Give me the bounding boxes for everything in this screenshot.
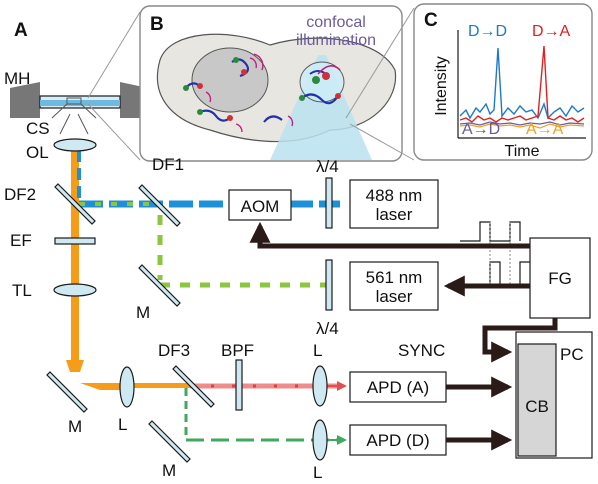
- cb-box: [517, 343, 557, 457]
- tag-da: D→A: [532, 23, 571, 40]
- optics: [10, 82, 333, 463]
- focal-spot-box: [66, 97, 82, 105]
- mirror-upper: [138, 264, 181, 307]
- inset-c-xlabel: Time: [505, 143, 540, 160]
- label-fg: FG: [548, 269, 572, 288]
- label-laser-488-2: laser: [376, 205, 413, 224]
- inset-b-title-1: confocal: [306, 14, 366, 31]
- label-m-bottom: M: [162, 461, 176, 480]
- nucleus: [191, 47, 269, 113]
- label-ol: OL: [26, 143, 49, 162]
- tag-ad: A→D: [462, 121, 500, 138]
- trace-aa: [459, 123, 585, 129]
- label-bpf: BPF: [221, 341, 254, 360]
- label-df3: DF3: [158, 341, 190, 360]
- instrument-boxes: [228, 179, 593, 459]
- label-df2: DF2: [4, 185, 36, 204]
- emission-beam-to-df3: [127, 383, 190, 388]
- laser-561-box: [349, 261, 439, 311]
- label-qwp-top: λ/4: [316, 157, 339, 176]
- label-apd-a: APD (A): [367, 378, 429, 397]
- label-laser-561-2: laser: [376, 287, 413, 306]
- inset-b-title-2: illumination: [296, 32, 376, 49]
- label-aom: AOM: [241, 197, 280, 216]
- label-cb: CB: [525, 397, 549, 416]
- panel-label-b: B: [150, 14, 164, 35]
- dichroic-df1: [138, 184, 181, 227]
- lens-apd-d: [312, 419, 328, 461]
- lens-left: [119, 366, 135, 408]
- label-apd-d: APD (D): [366, 431, 429, 450]
- dichroic-df2: [54, 183, 96, 225]
- emission-filter: [54, 237, 96, 245]
- apd-a-box: [349, 371, 447, 403]
- emission-beam-to-lens: [80, 383, 127, 390]
- mirror-bottom: [148, 420, 191, 463]
- label-qwp-bottom: λ/4: [316, 319, 339, 338]
- inset-c-ylabel: Intensity: [433, 56, 450, 116]
- label-tl: TL: [12, 281, 32, 300]
- apd-d-box: [349, 424, 447, 456]
- emission-beam-vertical: [71, 147, 79, 370]
- quarter-wave-plate-top: [325, 177, 333, 229]
- aom-box: [228, 189, 292, 221]
- trace-ad: [459, 121, 585, 126]
- fg-box: [529, 237, 591, 319]
- objective-lens: [53, 138, 97, 152]
- inset-c: C Intensity Time D→D D→A A→D A→A: [345, 3, 593, 161]
- trace-da: [459, 45, 585, 123]
- sample-layer: [40, 100, 120, 106]
- lens-apd-a: [312, 365, 328, 407]
- trace-dd: [459, 47, 585, 120]
- inset-b: B confocal illumination: [87, 5, 403, 162]
- tag-aa: A→A: [526, 121, 564, 138]
- emission-beam-taper: [66, 360, 84, 372]
- signals: [249, 221, 558, 451]
- confocal-volume: [299, 61, 345, 103]
- pulse-train-top: [460, 221, 521, 242]
- label-ef: EF: [10, 231, 32, 250]
- label-mh: MH: [4, 69, 30, 88]
- pulse-train-bottom: [460, 261, 530, 287]
- quarter-wave-plate-bottom: [325, 259, 333, 311]
- panel-label-c: C: [424, 10, 438, 31]
- label-laser-561-1: 561 nm: [366, 268, 423, 287]
- tube-lens: [53, 283, 97, 297]
- label-l-a: L: [313, 341, 322, 360]
- label-sync: SYNC: [398, 341, 445, 360]
- label-m-upper: M: [136, 303, 150, 322]
- label-cs: CS: [26, 119, 50, 138]
- label-df1: DF1: [152, 155, 184, 174]
- label-laser-488-1: 488 nm: [366, 186, 423, 205]
- holder-left: [10, 82, 40, 118]
- labels: A MH CS OL DF2 EF TL DF1 M L DF3 BPF M L…: [4, 20, 584, 482]
- label-l-d: L: [313, 463, 322, 482]
- illumination-cone: [270, 55, 372, 160]
- tag-dd: D→D: [468, 23, 507, 40]
- fg-to-aom-arrow: [249, 221, 530, 249]
- sync-arrow: [482, 318, 558, 363]
- label-m-lower-left: M: [68, 417, 82, 436]
- laser-488-box: [349, 179, 439, 229]
- label-l-left: L: [118, 415, 127, 434]
- bandpass-filter: [235, 359, 243, 411]
- panel-label-a: A: [14, 20, 28, 41]
- dichroic-df3: [172, 365, 215, 408]
- label-pc: PC: [560, 345, 584, 364]
- mirror-lower-left: [46, 371, 88, 413]
